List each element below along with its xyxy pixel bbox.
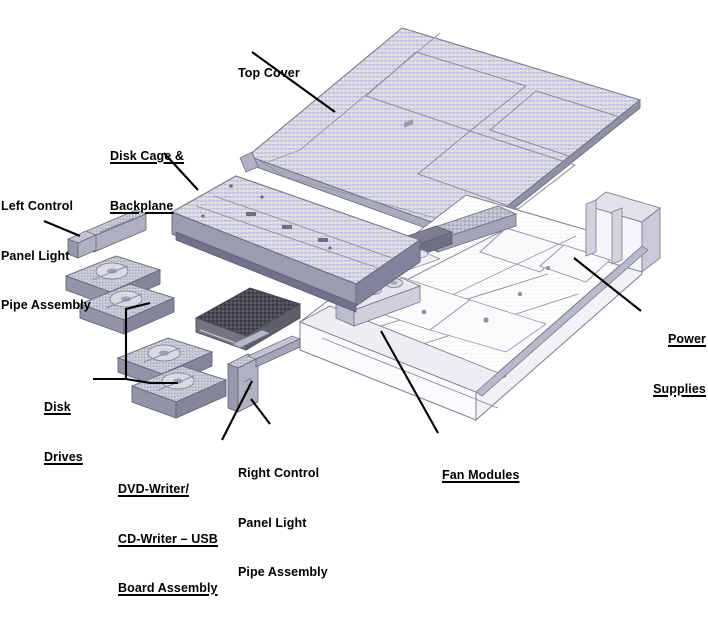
leader-lines xyxy=(43,51,642,441)
callout-line: Panel Light xyxy=(1,248,70,263)
leader-left-lp xyxy=(43,220,81,237)
part-disk-drive-2 xyxy=(78,283,176,335)
callout-left-control-panel-light-pipe: Left Control Panel Light Pipe Assembly xyxy=(1,165,91,347)
leader-disk-cage xyxy=(163,152,199,191)
callout-right-control-panel-light-pipe: Right Control Panel Light Pipe Assembly xyxy=(238,432,328,614)
part-disk-cage-backplane xyxy=(170,175,422,313)
callout-line: Board Assembly xyxy=(118,581,218,595)
leader-right-lp xyxy=(250,398,271,425)
callout-line: Disk xyxy=(44,400,71,414)
part-left-control-panel-light-pipe xyxy=(66,209,148,259)
leader-dvd xyxy=(221,380,253,441)
callout-dvd-cd-writer-usb-board: DVD-Writer/ CD-Writer – USB Board Assemb… xyxy=(118,448,218,630)
callout-line: Disk Cage & xyxy=(110,149,185,163)
callout-line: DVD-Writer/ xyxy=(118,482,190,496)
leader-power xyxy=(573,257,642,312)
callout-line: Fan Modules xyxy=(442,468,520,482)
callout-line: Pipe Assembly xyxy=(238,565,328,579)
callout-fan-modules: Fan Modules xyxy=(442,434,520,517)
callout-line: Power xyxy=(667,332,706,346)
callout-line: Panel Light xyxy=(238,515,307,530)
callout-line: Top Cover xyxy=(238,66,300,80)
leader-fan xyxy=(380,330,439,434)
leader-disk-drives-upper xyxy=(93,301,151,381)
callout-disk-drives: Disk Drives xyxy=(44,366,83,498)
part-disk-drive-4 xyxy=(130,365,228,419)
leader-disk-drives-lower xyxy=(125,377,178,385)
callout-line: Left Control xyxy=(1,199,74,213)
callout-line: Drives xyxy=(44,449,83,464)
callout-line: Supplies xyxy=(653,381,706,396)
callout-power-supplies: Power Supplies xyxy=(645,298,706,430)
leader-top-cover xyxy=(251,51,336,113)
callout-disk-cage-backplane: Disk Cage & Backplane xyxy=(110,115,184,247)
callout-line: Backplane xyxy=(110,198,174,213)
part-dvd-cd-writer-usb-board xyxy=(194,287,302,351)
callout-line: Pipe Assembly xyxy=(1,298,91,312)
callout-top-cover: Top Cover xyxy=(238,32,300,115)
callout-line: CD-Writer – USB xyxy=(118,531,218,546)
callout-line: Right Control xyxy=(238,466,320,480)
